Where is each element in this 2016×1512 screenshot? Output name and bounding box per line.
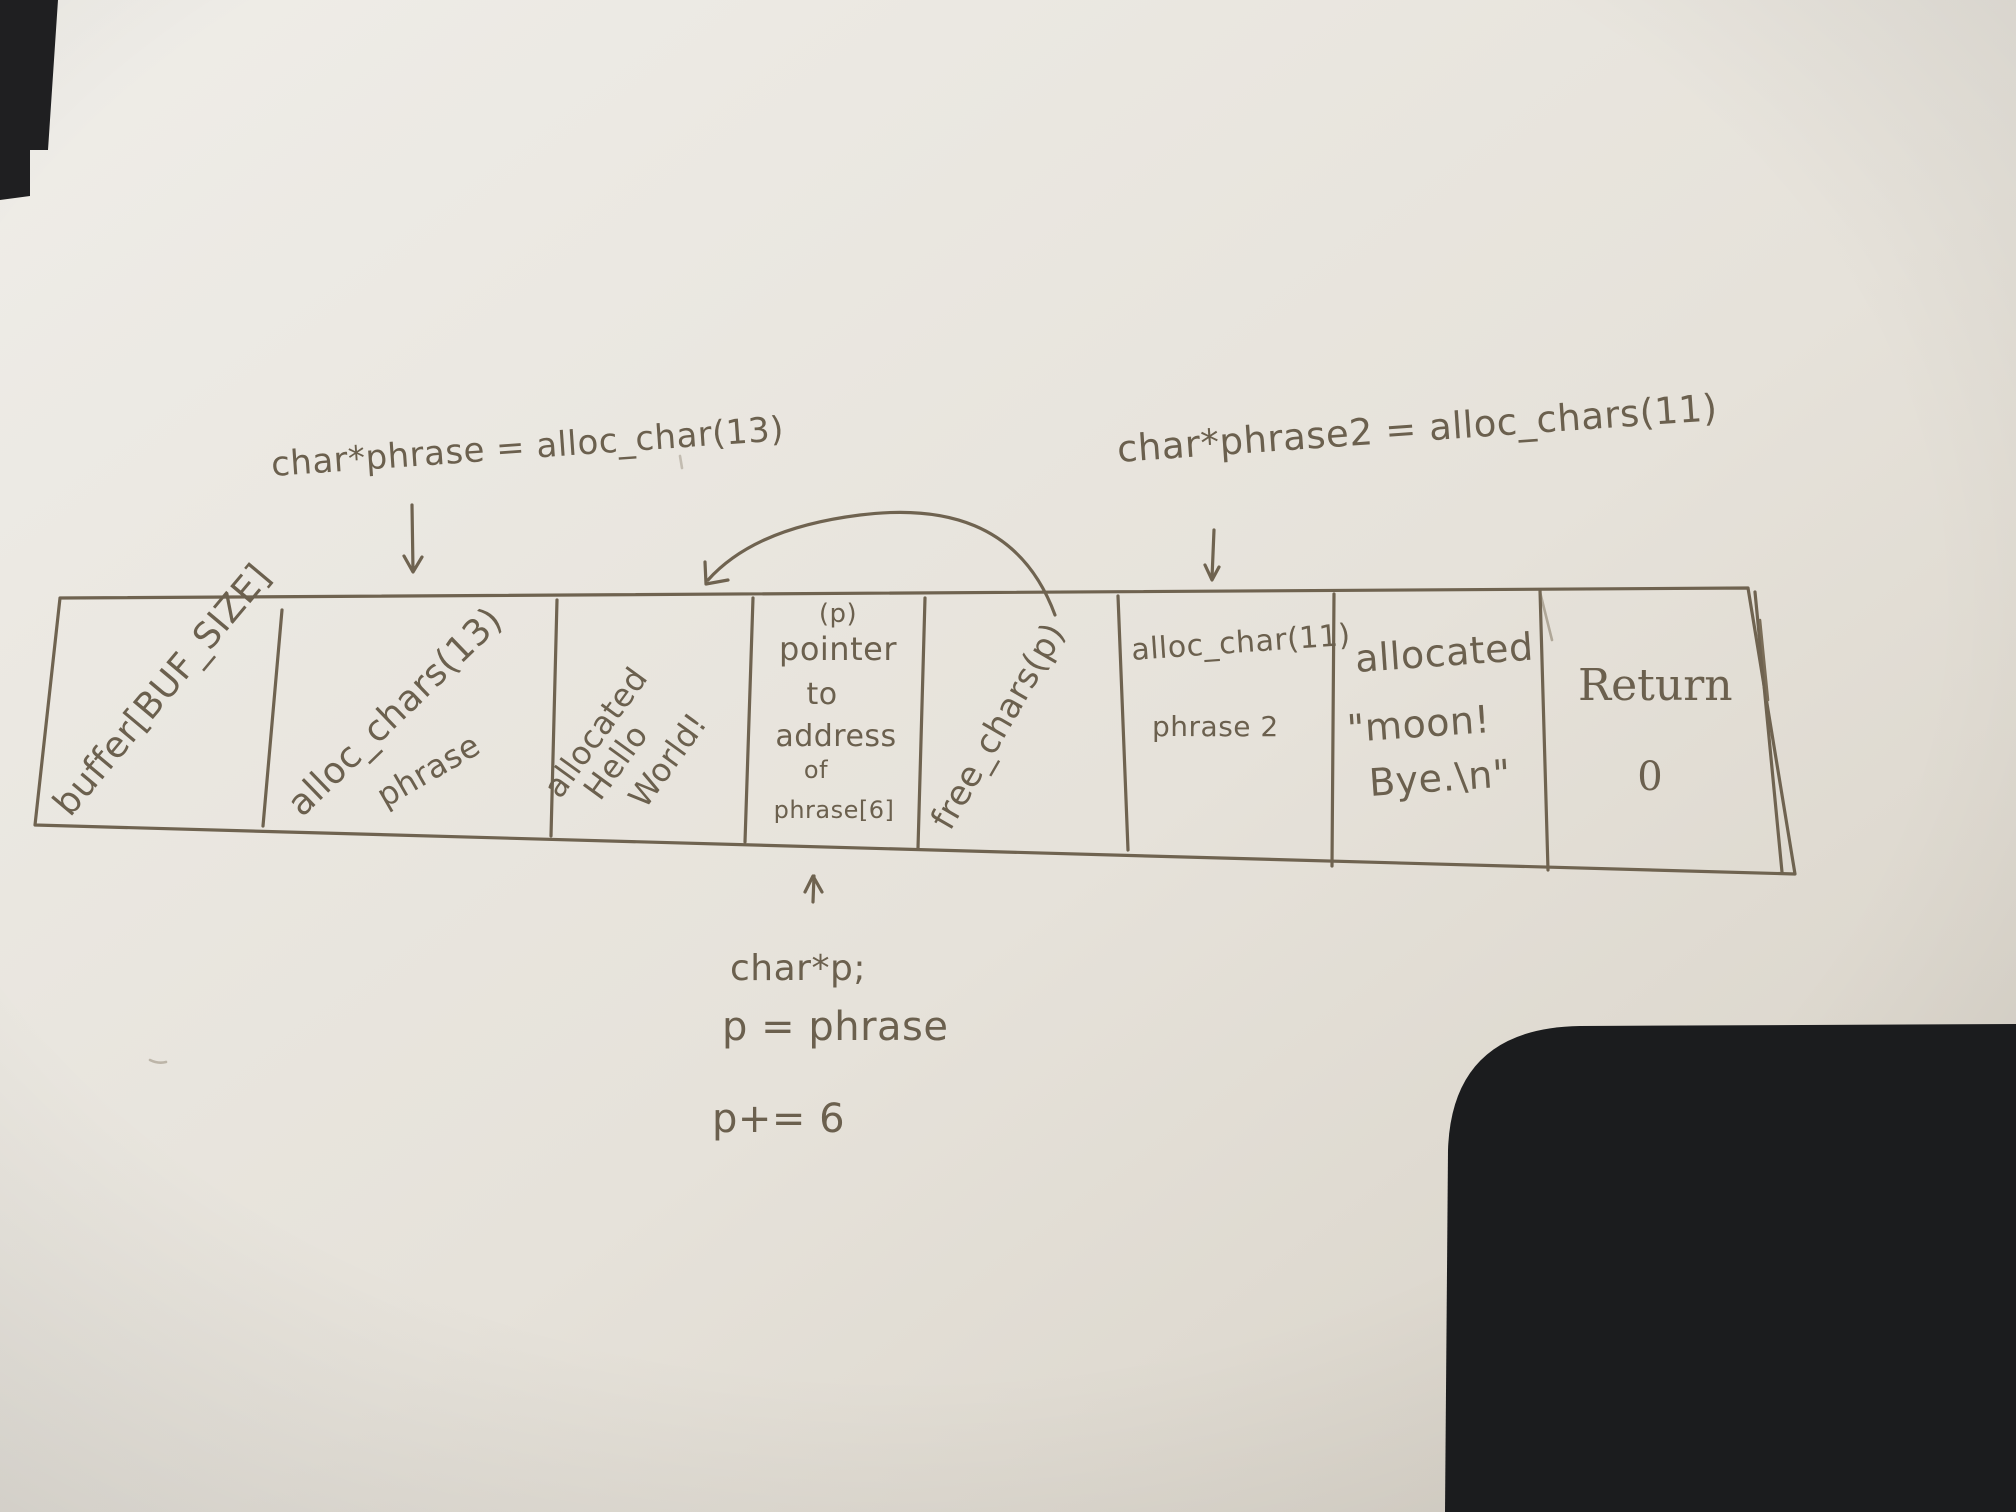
allocated-moon-label-2: "moon! [1346, 697, 1492, 751]
return-value-label: 0 [1637, 754, 1662, 800]
dark-device [1445, 1024, 2016, 1512]
p-increment-label: p+= 6 [712, 1096, 845, 1142]
free-arrow [706, 510, 1057, 617]
pointer-cell-label-6: phrase[6] [774, 796, 895, 824]
return-label: Return [1578, 660, 1733, 711]
pointer-cell-label-2: pointer [779, 630, 897, 668]
bottom-annotations: char*p; p = phrase p+= 6 [712, 874, 948, 1142]
pointer-cell-label-4: address [775, 719, 896, 754]
pointer-cell-label-5: of [804, 756, 828, 784]
pointer-cell-label-1: (p) [819, 599, 857, 629]
memory-strip [33, 586, 1797, 876]
p-declaration-label: char*p; [730, 948, 866, 989]
pointer-cell-label-3: to [806, 677, 837, 712]
p-assignment-label: p = phrase [722, 1004, 948, 1050]
allocated-moon-label-3: Bye.\n" [1368, 751, 1513, 805]
phrase2-label: phrase 2 [1152, 710, 1279, 743]
